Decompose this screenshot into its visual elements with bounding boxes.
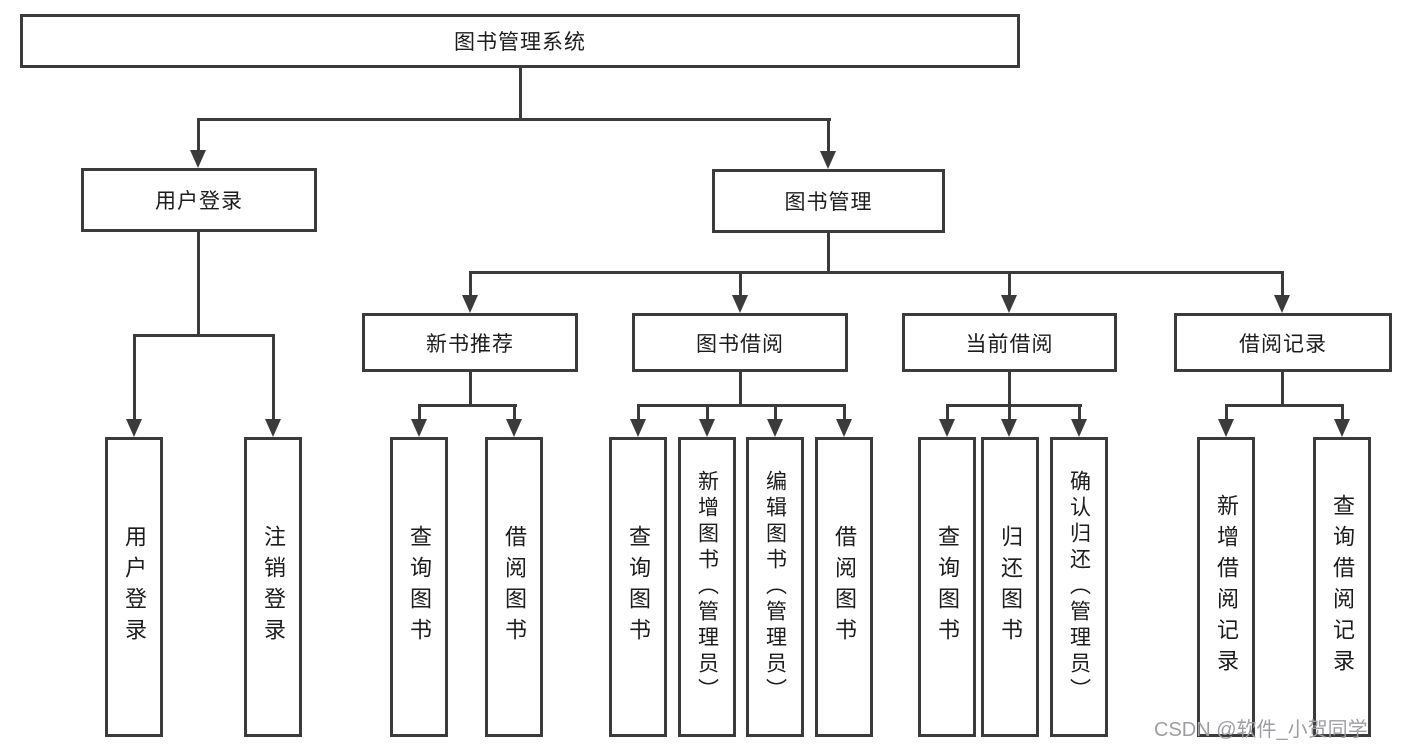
connector-line: [469, 271, 1284, 274]
arrowhead-down-icon: [732, 295, 748, 313]
connector-line: [1341, 404, 1344, 422]
csdn-watermark: CSDN @软件_小贺同学: [1154, 719, 1368, 741]
connector-line: [418, 404, 421, 422]
node-label: 新书推荐: [426, 332, 514, 356]
arrowhead-down-icon: [630, 419, 646, 437]
leaf-label: 新增借阅记录: [1214, 494, 1239, 680]
leaf-user-login: 用户登录: [105, 437, 163, 737]
connector-line: [513, 404, 516, 422]
leaf-label: 查询图书: [407, 525, 432, 649]
leaf-label: 查询图书: [935, 525, 960, 649]
leaf-label: 查询借阅记录: [1330, 494, 1355, 680]
leaf-label: 注销登录: [261, 525, 286, 649]
leaf-bb-query-books: 查询图书: [609, 437, 667, 737]
arrowhead-down-icon: [265, 419, 281, 437]
connector-line: [469, 372, 472, 407]
node-book-borrowing: 图书借阅: [632, 313, 848, 372]
leaf-br-query-record: 查询借阅记录: [1313, 437, 1371, 737]
leaf-label: 归还图书: [998, 525, 1023, 649]
connector-line: [1008, 404, 1011, 422]
connector-line: [197, 118, 200, 152]
leaf-cb-confirm-return-admin: 确认归还（管理员）: [1050, 437, 1108, 737]
connector-line: [1008, 271, 1011, 297]
connector-line: [827, 118, 830, 153]
connector-line: [418, 404, 517, 407]
connector-line: [637, 404, 846, 407]
node-current-borrowing: 当前借阅: [902, 313, 1117, 372]
arrowhead-down-icon: [1001, 419, 1017, 437]
leaf-cb-query-books: 查询图书: [918, 437, 976, 737]
node-label: 图书管理系统: [454, 31, 586, 54]
leaf-label: 编辑图书（管理员）: [763, 470, 787, 704]
leaf-logout: 注销登录: [244, 437, 302, 737]
connector-line: [1281, 271, 1284, 297]
arrowhead-down-icon: [411, 419, 427, 437]
connector-line: [133, 334, 275, 337]
connector-line: [197, 232, 200, 337]
node-borrowing-records: 借阅记录: [1174, 313, 1392, 372]
node-book-management: 图书管理: [712, 169, 945, 233]
arrowhead-down-icon: [506, 419, 522, 437]
connector-line: [519, 68, 522, 120]
arrowhead-down-icon: [1001, 295, 1017, 313]
leaf-nb-borrow-books: 借阅图书: [485, 437, 543, 737]
arrowhead-down-icon: [820, 151, 836, 169]
arrowhead-down-icon: [1274, 295, 1290, 313]
leaf-label: 查询图书: [626, 525, 651, 649]
leaf-label: 借阅图书: [832, 525, 857, 649]
leaf-br-add-record: 新增借阅记录: [1197, 437, 1255, 737]
connector-line: [946, 404, 1082, 407]
arrowhead-down-icon: [1218, 419, 1234, 437]
arrowhead-down-icon: [699, 419, 715, 437]
connector-line: [197, 118, 831, 121]
node-label: 借阅记录: [1239, 332, 1327, 356]
arrowhead-down-icon: [190, 150, 206, 168]
node-user-login: 用户登录: [81, 168, 317, 232]
leaf-bb-add-books-admin: 新增图书（管理员）: [678, 437, 736, 737]
leaf-label: 用户登录: [122, 525, 147, 649]
connector-line: [706, 404, 709, 422]
connector-line: [1225, 404, 1228, 422]
leaf-label: 确认归还（管理员）: [1067, 470, 1091, 704]
leaf-label: 借阅图书: [502, 525, 527, 649]
connector-line: [637, 404, 640, 422]
leaf-cb-return-books: 归还图书: [981, 437, 1039, 737]
node-label: 用户登录: [155, 190, 243, 213]
connector-line: [1225, 404, 1344, 407]
connector-line: [1281, 372, 1284, 407]
node-root-library-system: 图书管理系统: [20, 14, 1020, 68]
leaf-bb-edit-books-admin: 编辑图书（管理员）: [746, 437, 804, 737]
node-label: 图书借阅: [696, 332, 784, 356]
node-new-book-recommendation: 新书推荐: [362, 313, 578, 372]
leaf-nb-query-books: 查询图书: [390, 437, 448, 737]
arrowhead-down-icon: [126, 419, 142, 437]
connector-line: [946, 404, 949, 422]
connector-line: [1078, 404, 1081, 422]
connector-line: [133, 334, 136, 422]
arrowhead-down-icon: [1334, 419, 1350, 437]
leaf-bb-borrow-books: 借阅图书: [815, 437, 873, 737]
arrowhead-down-icon: [462, 295, 478, 313]
connector-line: [739, 271, 742, 297]
connector-line: [774, 404, 777, 422]
connector-line: [1008, 372, 1011, 407]
node-label: 图书管理: [784, 191, 873, 214]
arrowhead-down-icon: [836, 419, 852, 437]
node-label: 当前借阅: [965, 332, 1054, 356]
connector-line: [739, 372, 742, 407]
arrowhead-down-icon: [1071, 419, 1087, 437]
connector-line: [469, 271, 472, 297]
leaf-label: 新增图书（管理员）: [695, 470, 719, 704]
connector-line: [272, 334, 275, 422]
arrowhead-down-icon: [939, 419, 955, 437]
arrowhead-down-icon: [767, 419, 783, 437]
connector-line: [843, 404, 846, 422]
connector-line: [827, 233, 830, 274]
